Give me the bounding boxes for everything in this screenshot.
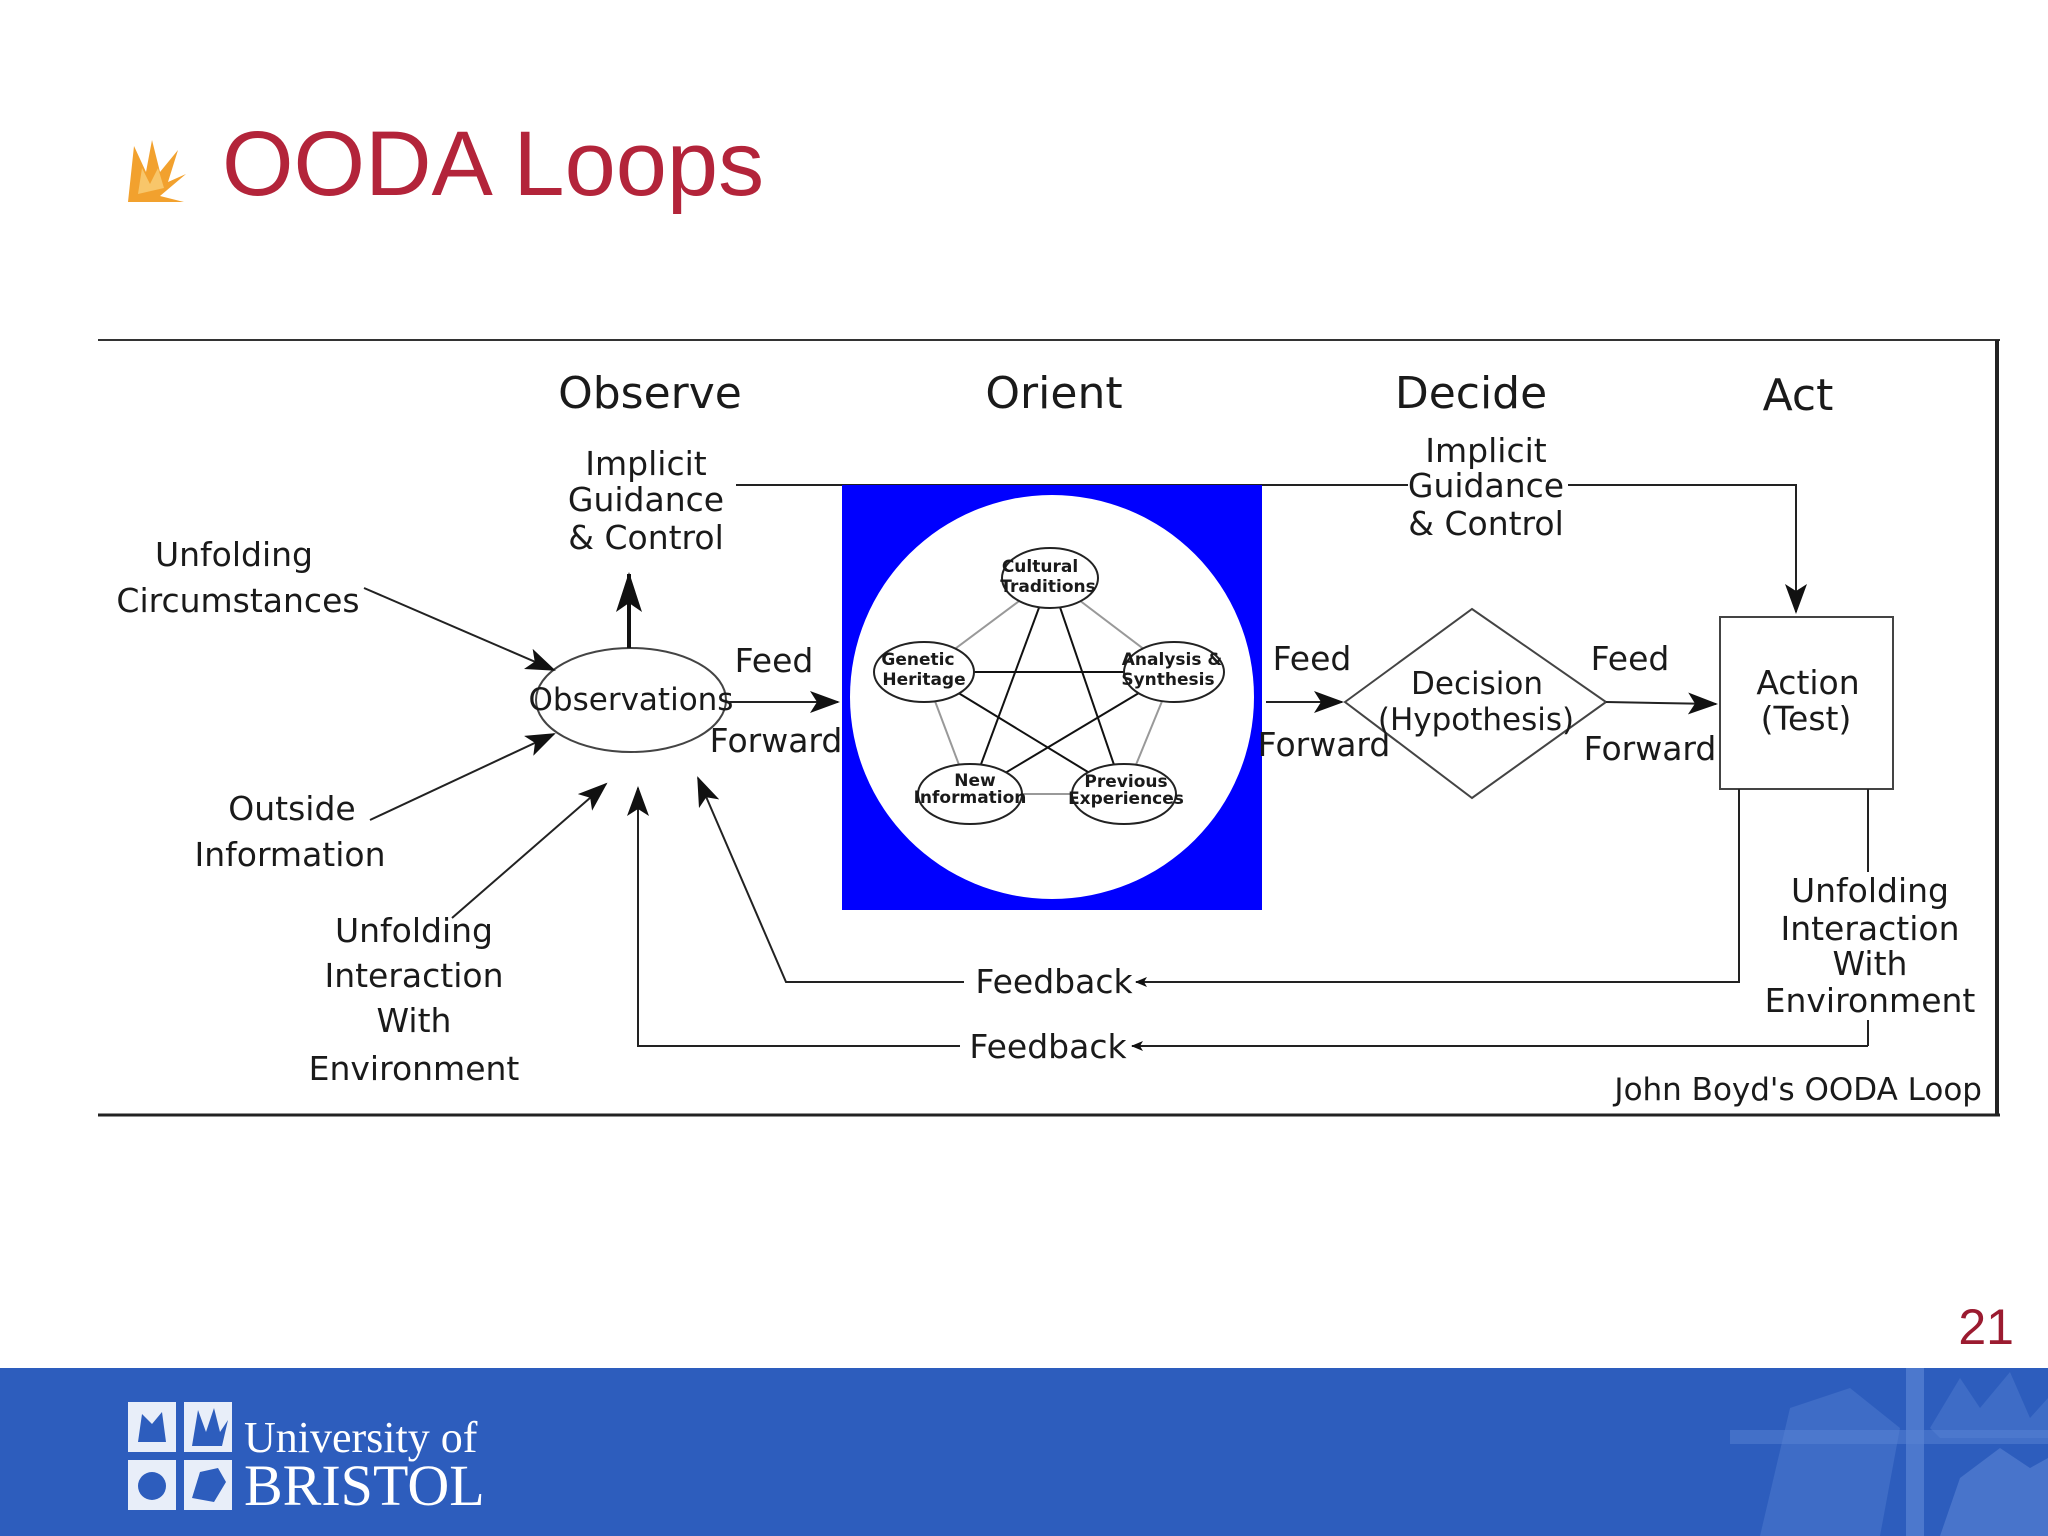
page-number: 21 — [1958, 1299, 2014, 1355]
action-line2: (Test) — [1761, 699, 1852, 738]
interaction-right-line4: Environment — [1765, 981, 1976, 1020]
implicit-left-line3: & Control — [568, 518, 724, 557]
footer-bar — [0, 1368, 2048, 1536]
feed-forward-2-bottom: Forward — [1258, 725, 1391, 764]
ooda-diagram: Observe Orient Decide Act Implicit Guida… — [98, 339, 2000, 1117]
cultural-traditions-line1: Cultural — [1002, 557, 1078, 577]
university-crest-icon — [128, 1402, 232, 1510]
interaction-left-line2: Interaction — [324, 956, 503, 995]
new-information-line1: New — [954, 771, 996, 791]
outside-information-line2: Information — [194, 835, 385, 874]
outside-information-line1: Outside — [228, 789, 355, 828]
previous-experiences-line2: Experiences — [1068, 789, 1184, 809]
action-box — [1719, 616, 1894, 790]
genetic-heritage-line2: Heritage — [882, 670, 965, 690]
unfolding-circumstances-line2: Circumstances — [116, 581, 359, 620]
previous-experiences-node — [1071, 763, 1177, 825]
feed-forward-3-top: Feed — [1591, 639, 1670, 678]
genetic-heritage-node — [873, 641, 975, 703]
implicit-right-line1: Implicit — [1425, 431, 1546, 470]
university-wordmark-line2: BRISTOL — [244, 1453, 485, 1518]
interaction-right-line1: Unfolding — [1791, 871, 1949, 910]
new-information-node — [917, 763, 1023, 825]
interaction-left-line3: With — [377, 1001, 452, 1040]
decide-header: Decide — [1395, 368, 1547, 419]
analysis-synthesis-line1: Analysis & — [1122, 650, 1223, 670]
feed-forward-1-bottom: Forward — [710, 721, 843, 760]
crest-watermark-icon — [1730, 1368, 2048, 1536]
feed-forward-1-top: Feed — [735, 641, 814, 680]
interaction-left-arrow — [451, 782, 608, 919]
circumstances-arrow — [363, 587, 556, 671]
unfolding-circumstances-line1: Unfolding — [155, 535, 313, 574]
previous-experiences-line1: Previous — [1084, 772, 1167, 792]
feedback-1-line-left — [697, 776, 964, 983]
orient-header: Orient — [985, 368, 1122, 419]
interaction-left-line1: Unfolding — [335, 911, 493, 950]
cultural-traditions-line2: Traditions — [1000, 577, 1095, 597]
feedback-2-line-left — [627, 786, 960, 1047]
decision-line2: (Hypothesis) — [1378, 702, 1574, 738]
feed-forward-3-bottom: Forward — [1584, 729, 1717, 768]
flame-bullet-icon — [128, 140, 186, 202]
implicit-left-line1: Implicit — [585, 444, 706, 483]
decision-line1: Decision — [1411, 666, 1543, 702]
feed-forward-3-arrow — [1605, 692, 1718, 715]
feedback-2-label: Feedback — [969, 1027, 1127, 1066]
interaction-right-line3: With — [1833, 944, 1908, 983]
analysis-synthesis-line2: Synthesis — [1121, 670, 1214, 690]
feedback-1-label: Feedback — [975, 962, 1133, 1001]
feed-forward-2-top: Feed — [1273, 639, 1352, 678]
guidance-to-action-arrow — [1568, 484, 1807, 614]
implicit-right-line3: & Control — [1408, 504, 1564, 543]
interaction-left-line4: Environment — [309, 1049, 520, 1088]
implicit-left-line2: Guidance — [568, 480, 724, 519]
feedback-1-line-right — [1135, 789, 1740, 987]
cultural-traditions-node — [1001, 547, 1099, 609]
genetic-heritage-line1: Genetic — [881, 650, 954, 670]
observations-label: Observations — [529, 682, 734, 718]
act-header: Act — [1763, 370, 1834, 421]
new-information-line2: Information — [914, 788, 1027, 808]
analysis-synthesis-node — [1123, 641, 1225, 703]
outside-information-arrow — [369, 733, 556, 821]
diagram-credit: John Boyd's OODA Loop — [1612, 1072, 1982, 1108]
slide-title: OODA Loops — [222, 113, 765, 215]
interaction-right-line2: Interaction — [1780, 909, 1959, 948]
observe-header: Observe — [558, 368, 742, 419]
action-line1: Action — [1756, 663, 1859, 702]
implicit-right-line2: Guidance — [1408, 466, 1564, 505]
university-wordmark-line1: University of — [244, 1413, 478, 1462]
